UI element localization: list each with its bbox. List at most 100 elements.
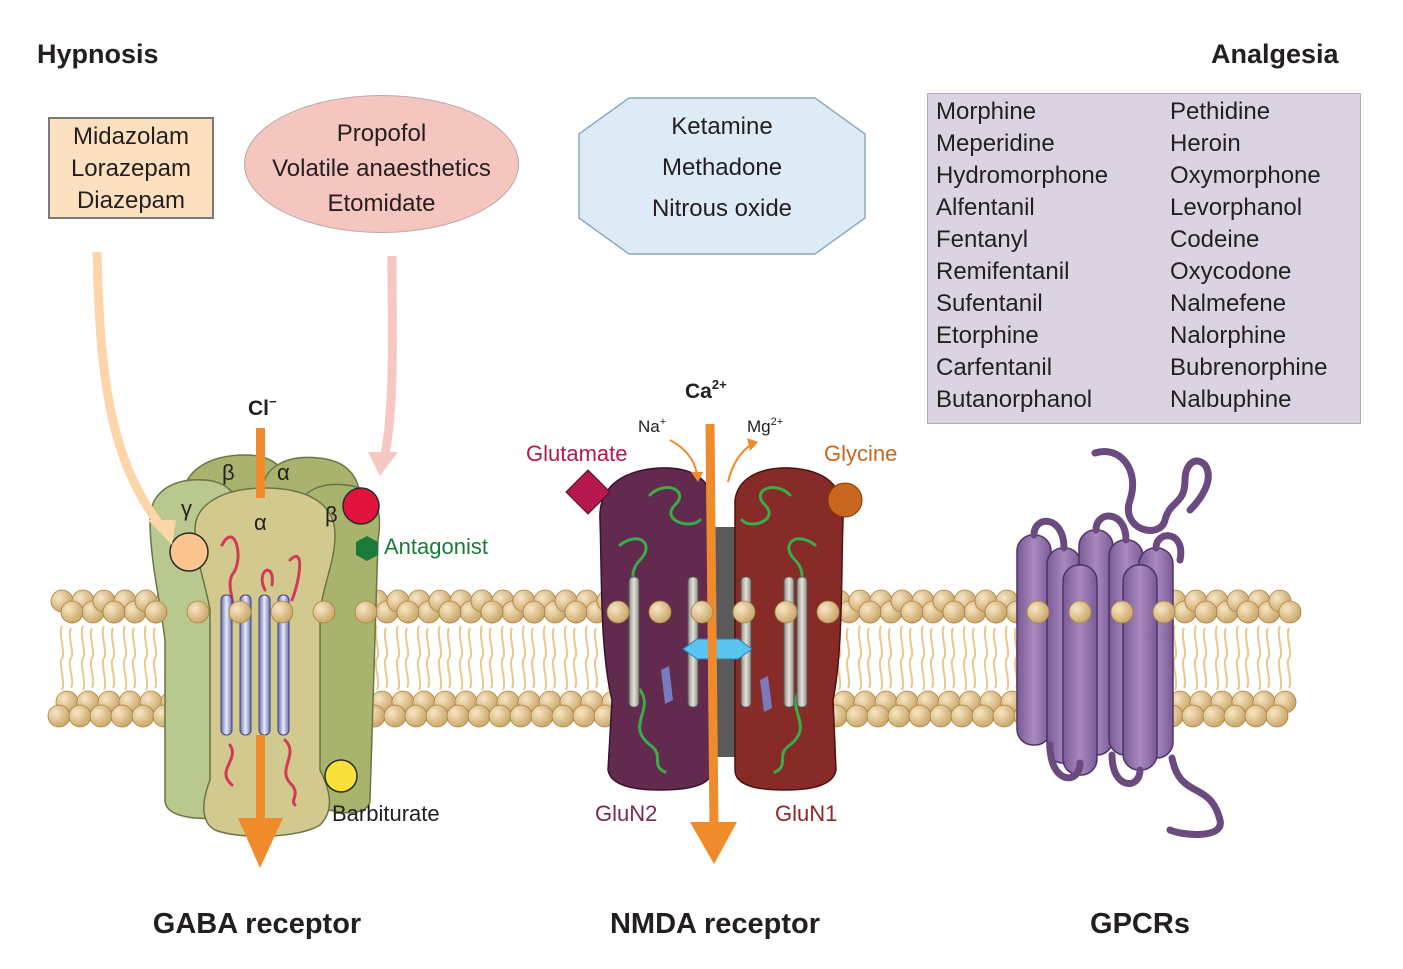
lipid-tail	[1265, 627, 1271, 689]
lipid-head	[971, 704, 995, 728]
lipid-head	[845, 704, 869, 728]
lipid-tail	[404, 627, 410, 689]
lipid-head	[1202, 704, 1226, 728]
lipid-tail	[992, 627, 998, 689]
nmda-receptor	[565, 423, 863, 864]
drug-name: Carfentanil	[936, 354, 1053, 381]
lipid-head	[186, 600, 210, 624]
lipid-head	[47, 704, 71, 728]
lipid-tail	[962, 625, 968, 691]
lipid-tail	[122, 625, 128, 691]
lipid-tail	[1286, 627, 1292, 689]
lipid-head	[1068, 600, 1092, 624]
lipid-head	[1278, 600, 1302, 624]
lipid-head	[68, 704, 92, 728]
lipid-tail	[983, 625, 989, 691]
lipid-tail	[542, 625, 548, 691]
lipid-head	[446, 704, 470, 728]
lipid-tail	[563, 625, 569, 691]
lipid-tail	[1181, 627, 1187, 689]
lipid-tail	[929, 627, 935, 689]
gaba-ion-symbol: Cl	[248, 397, 269, 420]
benzodiazepine-box	[48, 117, 214, 219]
lipid-tail	[530, 627, 536, 689]
lipid-tail	[1256, 625, 1262, 691]
opioid-list-left: Morphine Meperidine Hydromorphone Alfent…	[936, 96, 1108, 416]
lipid-tail	[878, 625, 884, 691]
lipid-head	[110, 704, 134, 728]
lipid-heads-front	[60, 600, 1260, 624]
lipid-head	[887, 704, 911, 728]
lipid-tail	[110, 627, 116, 689]
glun1-label: GluN1	[775, 801, 837, 826]
lipid-tail	[479, 625, 485, 691]
lipid-head	[1265, 704, 1289, 728]
barbiturate-label: Barbiturate	[332, 801, 440, 826]
lipid-tail	[458, 625, 464, 691]
lipid-head	[690, 600, 714, 624]
lipid-tail	[572, 627, 578, 689]
lipid-tail	[845, 627, 851, 689]
lipid-tail	[89, 627, 95, 689]
lipid-tail	[467, 627, 473, 689]
lipid-head	[488, 704, 512, 728]
lipid-head	[383, 704, 407, 728]
gaba-subunit-beta-back: β	[222, 460, 235, 485]
lipid-head	[425, 704, 449, 728]
lipid-tail	[950, 627, 956, 689]
general-anaesthetic-list: Propofol Volatile anaesthetics Etomidate	[244, 116, 519, 221]
lipid-tail	[857, 625, 863, 691]
lipid-head	[102, 600, 126, 624]
lipid-tail	[1172, 625, 1178, 691]
lipid-tail	[920, 625, 926, 691]
lipid-tail	[584, 625, 590, 691]
drug-name: Diazepam	[76, 187, 186, 214]
drug-name: Butanorphanol	[936, 386, 1093, 413]
gaba-subunit-beta-right: β	[325, 502, 338, 527]
drug-name: Fentanyl	[936, 226, 1029, 253]
gaba-ion-label: Cl−	[248, 394, 277, 420]
lipid-head	[1181, 704, 1205, 728]
antagonist-label: Antagonist	[384, 534, 488, 559]
drug-name: Remifentanil	[936, 258, 1070, 285]
gaba-ion-charge: −	[269, 394, 277, 409]
lipid-head	[900, 600, 924, 624]
lipid-head	[396, 600, 420, 624]
lipid-head	[929, 704, 953, 728]
lipid-head	[480, 600, 504, 624]
drug-name: Lorazepam	[70, 155, 192, 182]
lipid-head	[131, 704, 155, 728]
lipid-tail	[887, 627, 893, 689]
lipid-tail	[488, 627, 494, 689]
drug-name: Levorphanol	[1170, 194, 1303, 221]
gaba-subunit-gamma: γ	[181, 496, 192, 521]
lipid-tail	[68, 627, 74, 689]
drug-name: Meperidine	[936, 130, 1055, 157]
lipid-tail	[446, 627, 452, 689]
benzodiazepine-list: Midazolam Lorazepam Diazepam	[48, 121, 214, 217]
lipid-tail	[500, 625, 506, 691]
lipid-tail	[899, 625, 905, 691]
lipid-tail	[908, 627, 914, 689]
gaba-subunit-alpha-front: α	[254, 510, 267, 535]
lipid-head	[438, 600, 462, 624]
glycine-label: Glycine	[824, 441, 897, 466]
lipid-head	[1110, 600, 1134, 624]
lipid-head	[530, 704, 554, 728]
drug-name: Propofol	[336, 120, 427, 147]
nmda-drug-hexagon	[578, 97, 866, 255]
nmda-ion-symbol: Ca	[685, 380, 712, 403]
lipid-tail	[1244, 627, 1250, 689]
lipid-tail	[374, 625, 380, 691]
nmda-receptor-title: NMDA receptor	[609, 908, 820, 940]
lipid-tail	[143, 625, 149, 691]
hypnosis-heading: Hypnosis	[37, 39, 159, 69]
lipid-tail	[416, 625, 422, 691]
lipid-head	[404, 704, 428, 728]
lipid-head	[60, 600, 84, 624]
drug-name: Nitrous oxide	[651, 195, 793, 222]
general-anaesthetic-ellipse	[244, 95, 519, 233]
lipid-tail	[1004, 625, 1010, 691]
